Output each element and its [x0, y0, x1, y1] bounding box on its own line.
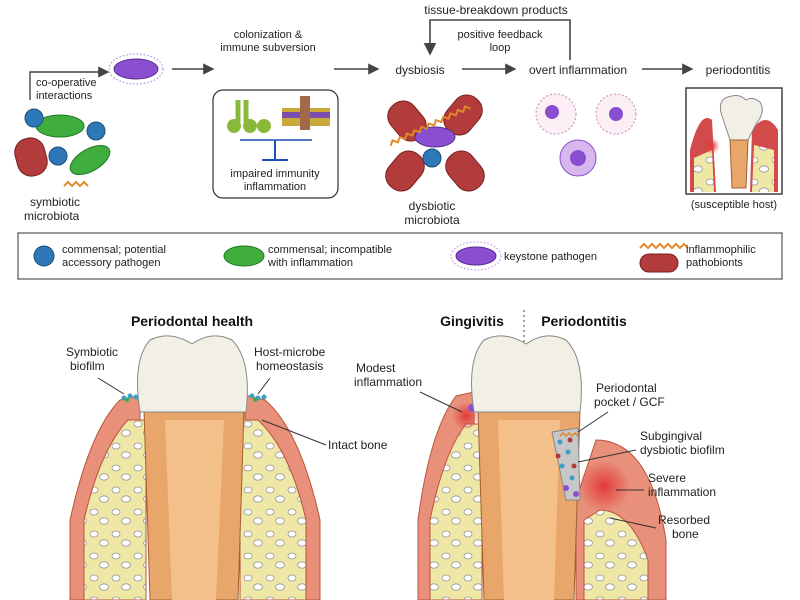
modest-label-2: inflammation — [354, 375, 422, 389]
subgingival-pointer — [577, 449, 637, 463]
homeostasis-label-2: homeostasis — [256, 359, 323, 373]
cooperative-label-1: co-operative — [36, 77, 97, 89]
modest-label-1: Modest — [356, 361, 396, 375]
resorbed-label-1: Resorbed — [658, 513, 710, 527]
intact-bone-pointer — [261, 419, 327, 446]
symbiotic-biofilm-label-2: biofilm — [70, 359, 105, 373]
resorbed-label-2: bone — [672, 527, 699, 541]
inflammatory-cells-icon — [535, 93, 637, 177]
feedback-loop-arrow — [423, 19, 571, 60]
dysbiotic-label-1: dysbiotic — [409, 199, 456, 213]
cooperative-label-2: interactions — [36, 90, 93, 102]
gingivitis-title: Gingivitis — [440, 313, 504, 329]
legend-pathobiont-icon — [639, 253, 679, 273]
periodontitis-title: Periodontitis — [541, 313, 627, 329]
overt-inflammation-label: overt inflammation — [529, 63, 627, 77]
dysbiotic-microbiota-icon — [385, 94, 485, 192]
modest-pointer — [419, 391, 463, 413]
immune-subversion-box — [212, 89, 339, 199]
impaired-label-1: impaired immunity — [230, 168, 320, 180]
subgingival-label-2: dysbiotic biofilm — [640, 443, 725, 457]
legend-commensal-green-icon — [223, 245, 265, 267]
cooperative-arrow — [29, 66, 110, 100]
healthy-tooth-illustration — [69, 335, 321, 600]
pocket-label-2: pocket / GCF — [594, 395, 665, 409]
legend-commensal-incompatible-2: with inflammation — [267, 257, 353, 269]
legend-spirochete-icon — [639, 242, 689, 250]
legend-inflammophilic-1: inflammophilic — [686, 244, 756, 256]
homeostasis-label-1: Host-microbe — [254, 345, 326, 359]
legend-commensal-accessory-1: commensal; potential — [62, 244, 166, 256]
symbiotic-biofilm-label-1: Symbiotic — [66, 345, 118, 359]
susceptible-host-label: (susceptible host) — [691, 199, 777, 211]
legend — [17, 232, 783, 280]
dysbiotic-label-2: microbiota — [404, 213, 460, 227]
colonization-label-2: immune subversion — [220, 42, 315, 54]
periodontitis-tooth-icon — [685, 87, 783, 195]
symbiotic-label-1: symbiotic — [30, 195, 80, 209]
impaired-label-2: inflammation — [244, 181, 306, 193]
legend-commensal-accessory-2: accessory pathogen — [62, 257, 160, 269]
biofilm-pointer — [97, 377, 125, 395]
resorbed-pointer — [609, 517, 657, 529]
keystone-pathogen-icon — [108, 53, 164, 85]
pocket-label-1: Periodontal — [596, 381, 657, 395]
homeostasis-pointer — [257, 377, 271, 395]
severe-label-2: inflammation — [648, 485, 716, 499]
tissue-breakdown-label: tissue-breakdown products — [424, 3, 567, 17]
health-title: Periodontal health — [131, 313, 253, 329]
legend-inflammophilic-2: pathobionts — [686, 257, 743, 269]
periodontitis-top-label: periodontitis — [706, 63, 771, 77]
symbiotic-microbiota-icon — [14, 108, 111, 188]
legend-keystone-icon — [455, 246, 497, 266]
severe-label-1: Severe — [648, 471, 686, 485]
legend-commensal-blue-icon — [33, 245, 55, 267]
feedback-label-1: positive feedback — [458, 29, 543, 41]
legend-keystone-label: keystone pathogen — [504, 251, 597, 263]
legend-commensal-incompatible-1: commensal; incompatible — [268, 244, 392, 256]
subgingival-label-1: Subgingival — [640, 429, 702, 443]
dysbiosis-label: dysbiosis — [395, 63, 444, 77]
colonization-label-1: colonization & — [234, 29, 303, 41]
pocket-pointer — [577, 411, 609, 433]
symbiotic-label-2: microbiota — [24, 209, 80, 223]
feedback-label-2: loop — [490, 42, 511, 54]
intact-bone-label: Intact bone — [328, 438, 388, 452]
diseased-tooth-illustration — [417, 335, 667, 600]
